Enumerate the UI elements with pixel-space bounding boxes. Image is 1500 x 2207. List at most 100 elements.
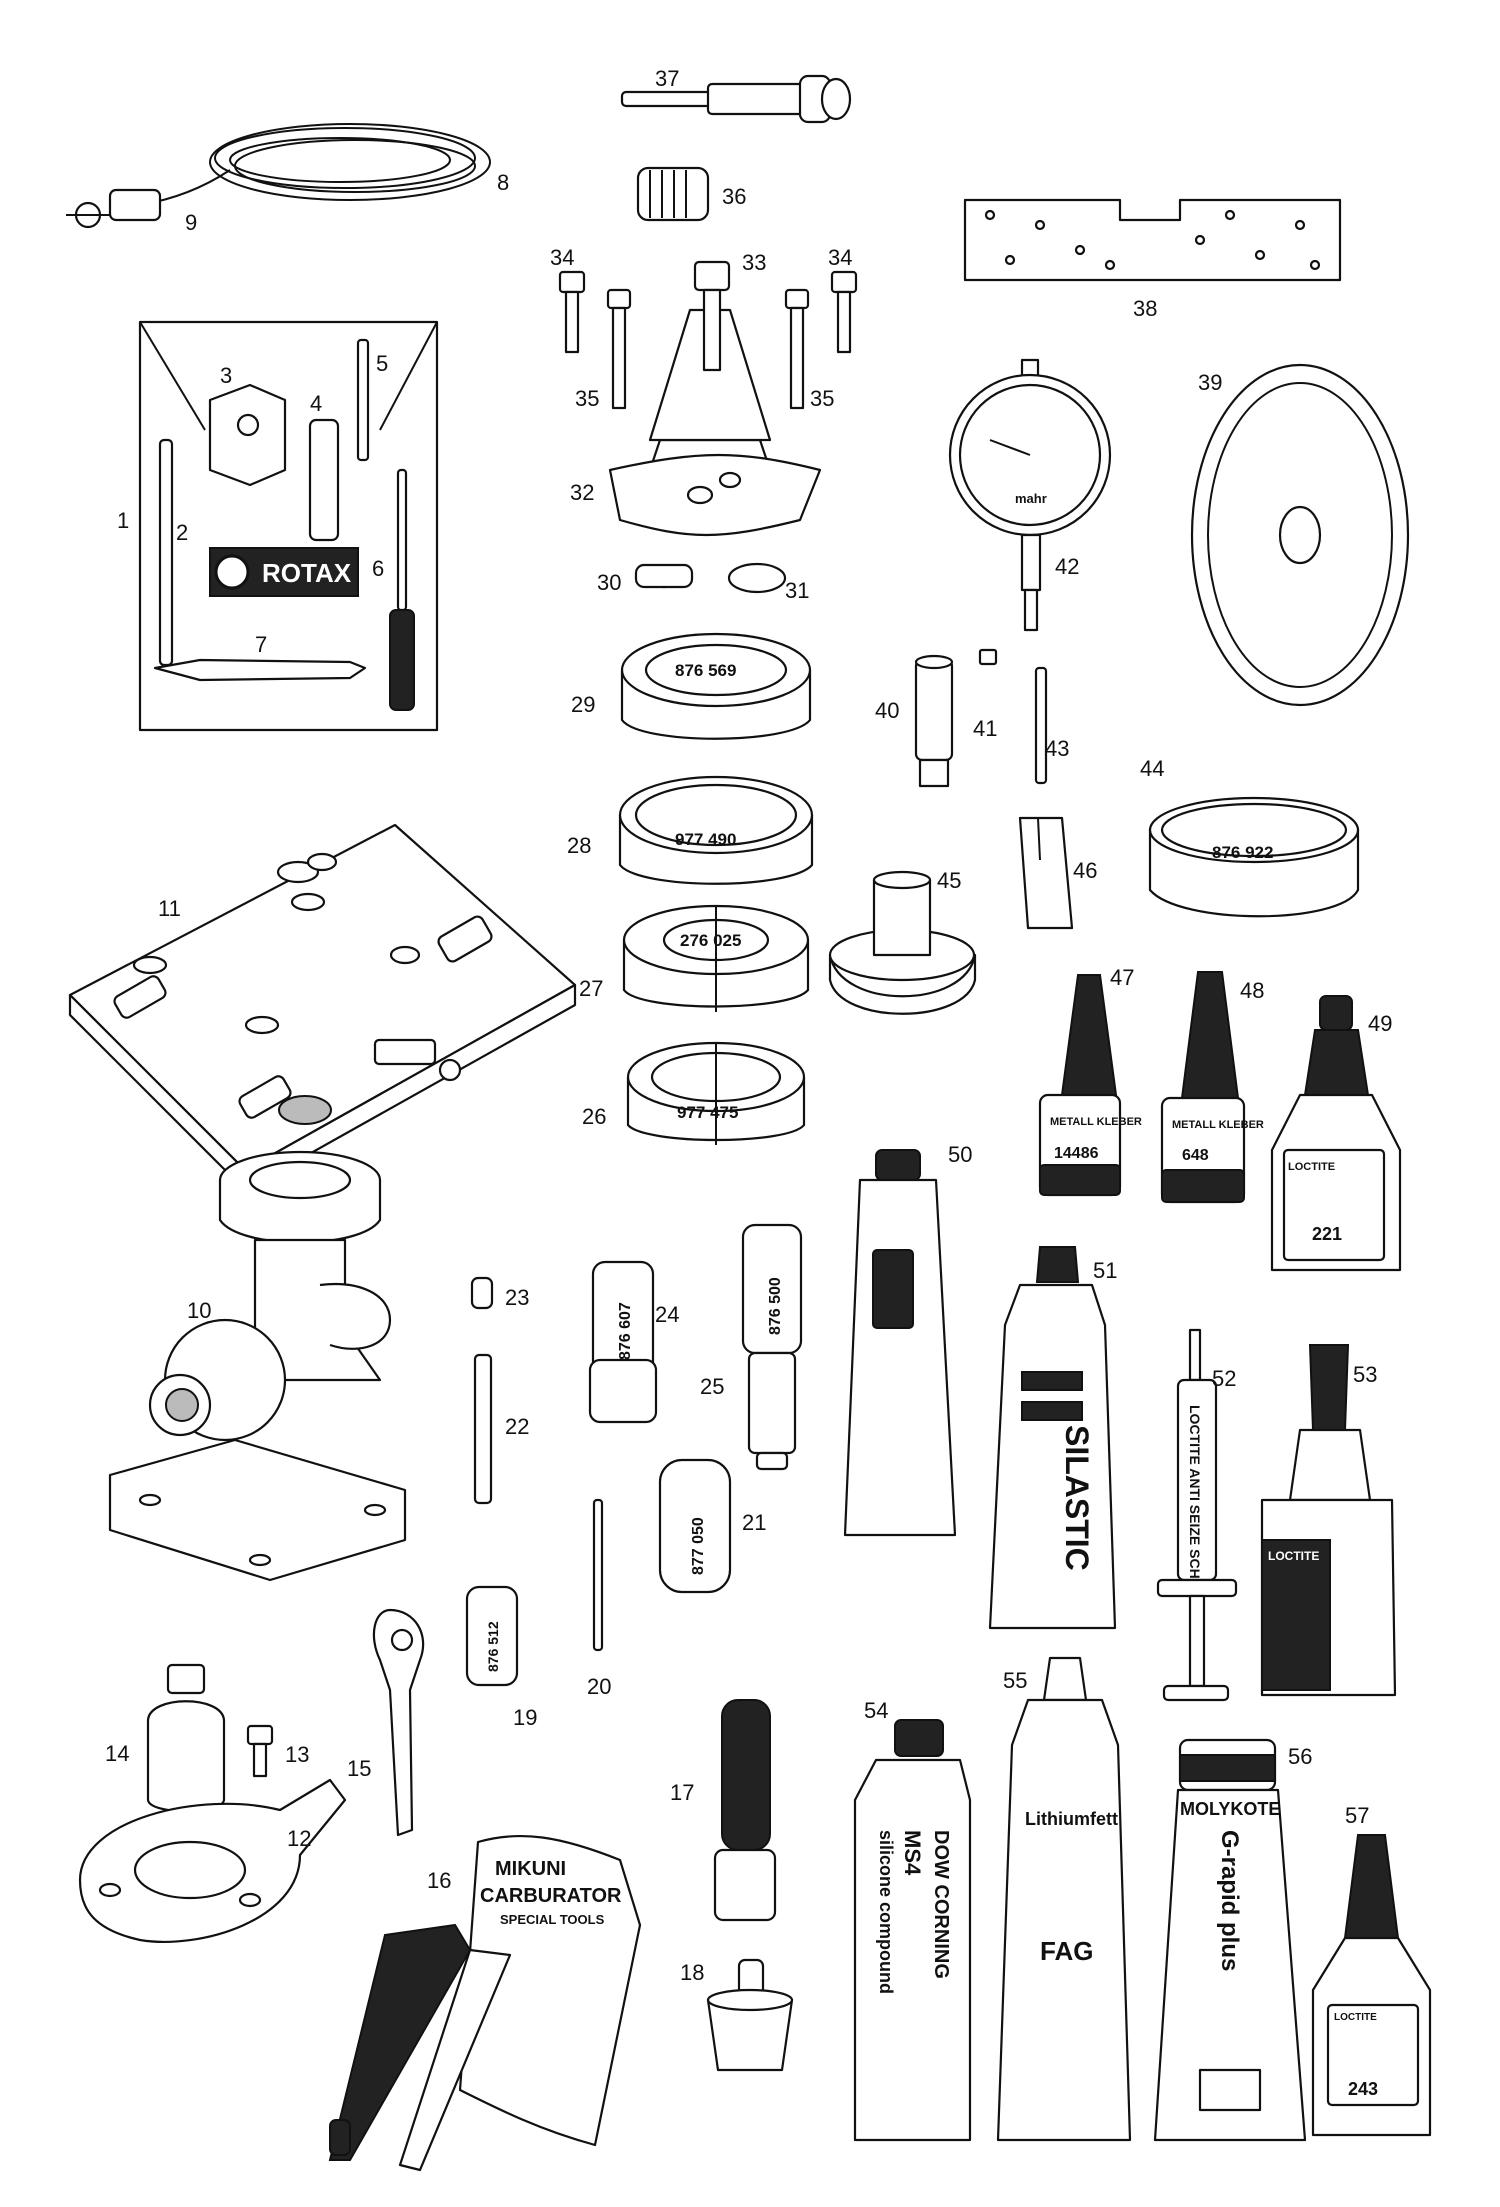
ring27-label: 276 025 [680,931,741,950]
callout-2: 2 [176,520,189,545]
part-41-set-screw [978,648,998,666]
part-17-drift [713,1699,777,1922]
part-15-wrench [372,1608,425,1837]
part-34-bolts [558,270,858,354]
part-12-flywheel-holder [78,1778,347,1943]
part-38-drilled-plate [963,198,1342,282]
callout-12: 12 [287,1826,312,1851]
part-28-ring: 977 490 [618,775,814,885]
part-50-tube [843,1149,957,1537]
part-45-mandrel [828,870,977,1015]
part-36-knurled-nut [636,166,710,222]
callout-6: 6 [372,556,385,581]
tube56-brand: MOLYKOTE [1180,1799,1280,1819]
rotax-label: ROTAX [262,558,352,588]
tube56-b: G-rapid plus [1216,1830,1243,1971]
callout-3: 3 [220,363,233,388]
callout-7: 7 [255,632,268,657]
callout-53: 53 [1353,1362,1378,1387]
part-25-drift: 876 500 [741,1223,803,1471]
callout-35a: 35 [575,386,600,411]
part-39-cutting-disc [1190,363,1410,707]
callout-21: 21 [742,1510,767,1535]
callout-13: 13 [285,1742,310,1767]
callout-51: 51 [1093,1258,1118,1283]
case16-c: SPECIAL TOOLS [500,1912,605,1927]
bottle57-brand: LOCTITE [1334,2012,1377,2023]
callout-39: 39 [1198,370,1223,395]
callout-1: 1 [117,508,130,533]
part-21-drift: 877 050 [658,1458,732,1594]
part-47-bottle: METALL KLEBER 14486 [1038,974,1142,1197]
part-53-loctite-bottle: LOCTITE [1260,1344,1397,1697]
callout-31: 31 [785,578,810,603]
bottle48-label: METALL KLEBER [1172,1119,1264,1131]
part-54-dow-corning-tube: DOW CORNING MS4 silicone compound [853,1719,972,2142]
callout-28: 28 [567,833,592,858]
bottle49-num: 221 [1312,1224,1342,1244]
part-18-drift [706,1958,794,2072]
callout-48: 48 [1240,978,1265,1003]
tube55-brand: Lithiumfett [1025,1809,1118,1829]
callout-9: 9 [185,210,198,235]
callout-29: 29 [571,692,596,717]
part-27-ring: 276 025 [622,904,810,1012]
callout-17: 17 [670,1780,695,1805]
callout-52: 52 [1212,1366,1237,1391]
tube54-a: MS4 [900,1830,925,1876]
callout-27: 27 [579,976,604,1001]
bottle48-num: 648 [1182,1147,1209,1164]
part-48-bottle: METALL KLEBER 648 [1160,971,1264,1204]
callout-41: 41 [973,716,998,741]
part-29-ring: 876 569 [620,632,812,740]
callout-24: 24 [655,1302,680,1327]
case16-b: CARBURATOR [480,1885,622,1907]
callout-10: 10 [187,1298,212,1323]
bottle57-num: 243 [1348,2079,1378,2099]
ring26-label: 977 475 [677,1103,738,1122]
part-32-puller [608,308,822,537]
part-16-carburetor-tool-kit: MIKUNI CARBURATOR SPECIAL TOOLS [328,1834,642,2172]
callout-32: 32 [570,480,595,505]
bottle47-num: 14486 [1054,1145,1099,1162]
callout-47: 47 [1110,965,1135,990]
bottle49-brand: LOCTITE [1288,1161,1335,1173]
part-42-dial-gauge: mahr [948,358,1112,632]
callout-16: 16 [427,1868,452,1893]
part-51-silastic-tube: SILASTIC [988,1246,1117,1630]
callout-54: 54 [864,1698,889,1723]
part-23-pin [470,1276,494,1310]
callout-35b: 35 [810,386,835,411]
tube54-b: silicone compound [876,1830,896,1994]
bottle53-brand: LOCTITE [1268,1549,1319,1563]
callout-34b: 34 [828,245,853,270]
ring29-label: 876 569 [675,661,736,680]
gauge-brand: mahr [1015,491,1047,506]
callout-49: 49 [1368,1011,1393,1036]
callout-43: 43 [1045,736,1070,761]
bottle47-label: METALL KLEBER [1050,1116,1142,1128]
part-40-adapter [914,654,954,788]
callout-44: 44 [1140,756,1165,781]
callout-40: 40 [875,698,900,723]
callout-34a: 34 [550,245,575,270]
callout-36: 36 [722,184,747,209]
callout-5: 5 [376,351,389,376]
part-57-loctite-bottle: LOCTITE 243 [1311,1834,1432,2137]
callout-56: 56 [1288,1744,1313,1769]
tube51-label: SILASTIC [1059,1425,1095,1571]
ring28-label: 977 490 [675,830,736,849]
part-20-pin [592,1498,604,1652]
pin19-label: 876 512 [485,1621,501,1672]
part-13-bolt [246,1724,274,1778]
callout-30: 30 [597,570,622,595]
part-56-molykote-tube: MOLYKOTE G-rapid plus [1153,1738,1307,2142]
tube54-brand: DOW CORNING [930,1830,952,1979]
part-55-lithiumfett-tube: Lithiumfett FAG [996,1656,1132,2142]
callout-33: 33 [742,250,767,275]
callout-11: 11 [158,896,181,921]
callout-22: 22 [505,1414,530,1439]
callout-42: 42 [1055,554,1080,579]
part-49-bottle: LOCTITE 221 [1270,995,1402,1272]
